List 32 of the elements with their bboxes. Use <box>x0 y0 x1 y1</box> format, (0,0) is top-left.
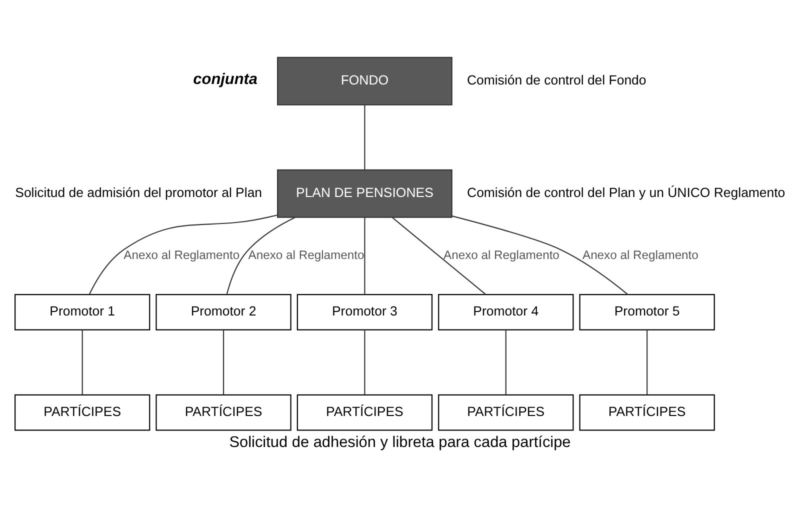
edge-label: Anexo al Reglamento <box>248 248 364 262</box>
edge-label: Anexo al Reglamento <box>582 248 698 262</box>
connector <box>226 216 296 294</box>
caption: Solicitud de adhesión y libreta para cada partícipe <box>229 433 571 450</box>
connector <box>646 329 648 394</box>
node-box: PLAN DE PENSIONES <box>277 168 452 218</box>
node-label: Comisión de control del Fondo <box>466 72 646 88</box>
node-label: Solicitud de admisión del promotor al Plan <box>15 184 262 200</box>
node-box: Promotor 4 <box>438 294 574 330</box>
connector <box>222 329 224 394</box>
connector <box>392 216 486 294</box>
edge-label: Anexo al Reglamento <box>124 248 240 262</box>
connector <box>452 215 628 294</box>
diagram-title: conjunta <box>193 70 258 88</box>
node-box: PARTÍCIPES <box>579 394 715 430</box>
connector <box>88 214 278 294</box>
connector <box>364 104 366 170</box>
node-box: Promotor 2 <box>156 294 292 330</box>
node-label: Comisión de control del Plan y un ÚNICO Reglamento <box>467 184 786 200</box>
connector <box>364 216 366 294</box>
node-box: Promotor 5 <box>579 294 715 330</box>
connector <box>364 329 366 394</box>
node-box: Promotor 3 <box>296 294 433 330</box>
node-box: PARTÍCIPES <box>14 394 150 430</box>
node-box: FONDO <box>277 56 452 105</box>
node-box: PARTÍCIPES <box>156 394 292 430</box>
connector <box>505 329 506 394</box>
node-box: PARTÍCIPES <box>438 394 574 430</box>
edge-label: Anexo al Reglamento <box>444 248 560 262</box>
connector <box>82 329 83 394</box>
node-box: PARTÍCIPES <box>296 394 433 430</box>
node-box: Promotor 1 <box>14 294 150 330</box>
